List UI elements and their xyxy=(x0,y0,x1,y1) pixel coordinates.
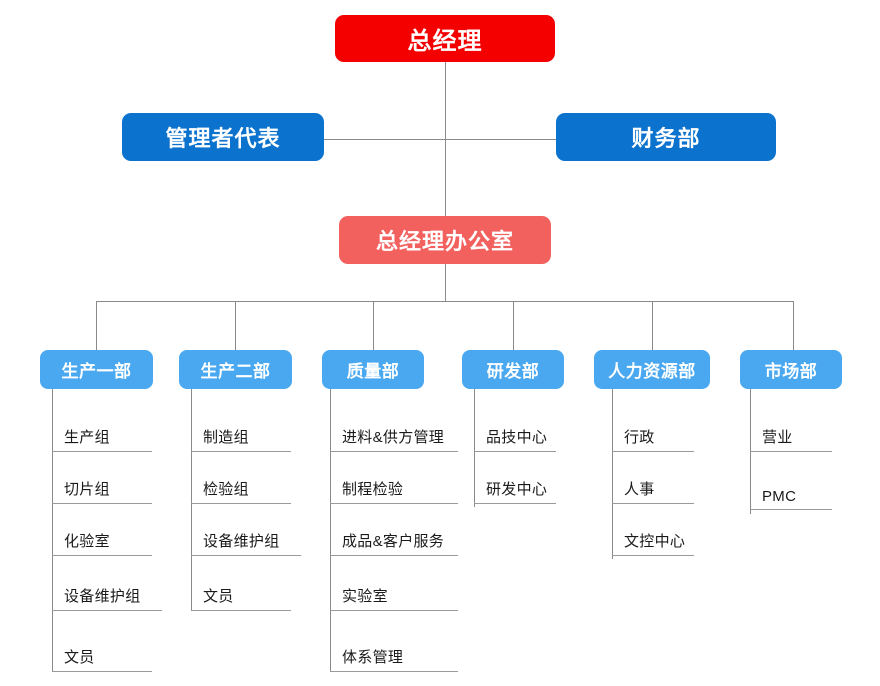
sub-item[interactable]: 制程检验 xyxy=(330,452,458,504)
sub-item[interactable]: 文员 xyxy=(191,556,291,611)
sub-spine-hr xyxy=(612,389,613,559)
sub-list-hr: 行政 人事 文控中心 xyxy=(612,389,694,559)
node-management-representative[interactable]: 管理者代表 xyxy=(122,113,324,161)
connector-level2-bus xyxy=(323,139,568,140)
sub-list-production-1: 生产组 切片组 化验室 设备维护组 文员 xyxy=(52,389,162,672)
sub-spine-quality xyxy=(330,389,331,672)
sub-item[interactable]: 设备维护组 xyxy=(191,504,301,556)
node-department-production-1[interactable]: 生产一部 xyxy=(40,350,153,389)
connector-drop-dept-3 xyxy=(373,301,374,350)
node-department-marketing[interactable]: 市场部 xyxy=(740,350,842,389)
sub-item[interactable]: 制造组 xyxy=(191,389,291,452)
sub-item[interactable]: 进料&供方管理 xyxy=(330,389,458,452)
sub-item[interactable]: 营业 xyxy=(750,389,832,452)
node-department-quality-label: 质量部 xyxy=(346,362,400,381)
sub-item[interactable]: 文控中心 xyxy=(612,504,694,556)
node-gm-office[interactable]: 总经理办公室 xyxy=(339,216,551,264)
sub-spine-production-1 xyxy=(52,389,53,672)
node-gm-office-label: 总经理办公室 xyxy=(375,229,514,254)
node-department-rnd-label: 研发部 xyxy=(486,362,540,381)
connector-drop-dept-2 xyxy=(235,301,236,350)
node-department-quality[interactable]: 质量部 xyxy=(322,350,424,389)
sub-item[interactable]: 行政 xyxy=(612,389,694,452)
sub-item[interactable]: 切片组 xyxy=(52,452,152,504)
connector-drop-dept-4 xyxy=(513,301,514,350)
sub-item[interactable]: 生产组 xyxy=(52,389,152,452)
sub-item[interactable]: 体系管理 xyxy=(330,611,458,672)
sub-item[interactable]: 实验室 xyxy=(330,556,458,611)
sub-list-rnd: 品技中心 研发中心 xyxy=(474,389,556,507)
sub-item[interactable]: 文员 xyxy=(52,611,152,672)
sub-list-marketing: 营业 PMC xyxy=(750,389,832,514)
node-department-production-2-label: 生产二部 xyxy=(200,362,271,381)
node-department-rnd[interactable]: 研发部 xyxy=(462,350,564,389)
node-finance-department[interactable]: 财务部 xyxy=(556,113,776,161)
connector-drop-dept-5 xyxy=(652,301,653,350)
sub-item[interactable]: 检验组 xyxy=(191,452,291,504)
connector-office-to-dept-bus xyxy=(445,264,446,301)
connector-drop-dept-6 xyxy=(793,301,794,350)
connector-dept-bus xyxy=(96,301,793,302)
node-management-representative-label: 管理者代表 xyxy=(165,126,281,151)
sub-spine-rnd xyxy=(474,389,475,507)
sub-item[interactable]: PMC xyxy=(750,452,832,510)
node-department-hr-label: 人力资源部 xyxy=(608,362,696,381)
node-department-hr[interactable]: 人力资源部 xyxy=(594,350,710,389)
node-ceo-label: 总经理 xyxy=(407,28,483,55)
node-department-production-1-label: 生产一部 xyxy=(61,362,132,381)
sub-item[interactable]: 人事 xyxy=(612,452,694,504)
sub-spine-production-2 xyxy=(191,389,192,611)
connector-drop-dept-1 xyxy=(96,301,97,350)
sub-item[interactable]: 设备维护组 xyxy=(52,556,162,611)
node-finance-department-label: 财务部 xyxy=(631,126,701,151)
sub-item[interactable]: 化验室 xyxy=(52,504,152,556)
sub-item[interactable]: 研发中心 xyxy=(474,452,556,504)
sub-item[interactable]: 成品&客户服务 xyxy=(330,504,458,556)
node-department-marketing-label: 市场部 xyxy=(764,362,818,381)
sub-list-production-2: 制造组 检验组 设备维护组 文员 xyxy=(191,389,301,611)
sub-item[interactable]: 品技中心 xyxy=(474,389,556,452)
node-department-production-2[interactable]: 生产二部 xyxy=(179,350,292,389)
node-ceo[interactable]: 总经理 xyxy=(335,15,555,62)
sub-list-quality: 进料&供方管理 制程检验 成品&客户服务 实验室 体系管理 xyxy=(330,389,458,672)
